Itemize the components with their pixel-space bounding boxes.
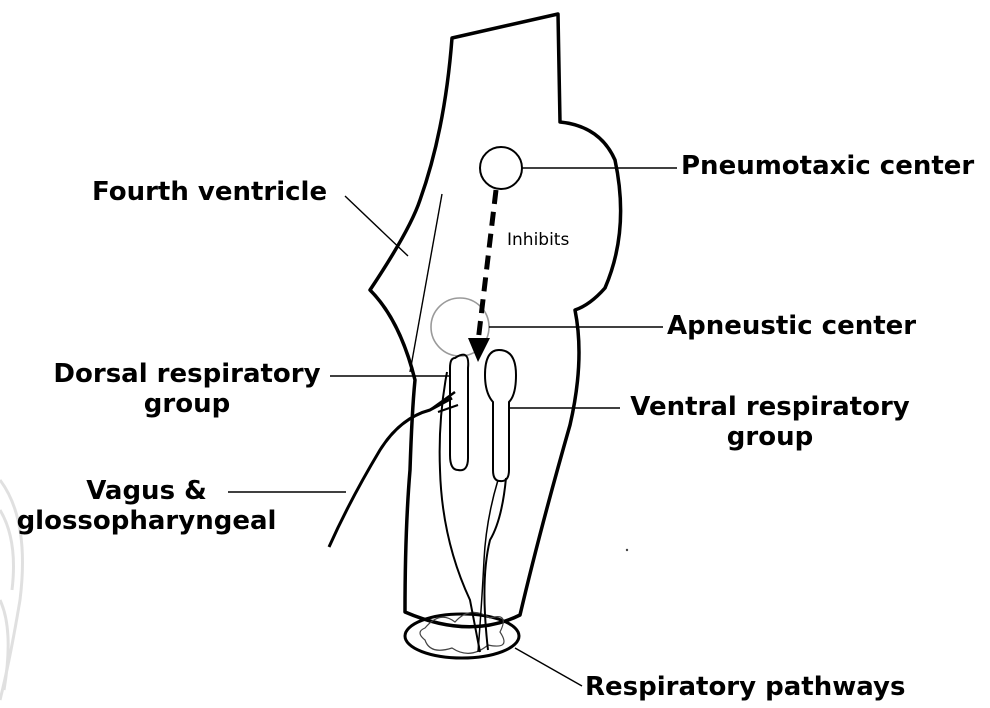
leader-pathways	[515, 648, 582, 686]
pneumotaxic-center-circle	[480, 147, 522, 189]
ventral-respiratory-group-shape	[485, 350, 516, 481]
brainstem-outline	[370, 14, 621, 627]
dorsal-respiratory-group-label: Dorsal respiratory group	[44, 359, 330, 419]
dorsal-descending-pathway	[440, 372, 480, 652]
leader-fourth-ventricle-a	[345, 196, 408, 256]
vagus-label-line2: glossopharyngeal	[4, 506, 289, 536]
dorsal-label-line1: Dorsal respiratory	[44, 359, 330, 389]
dorsal-label-line2: group	[44, 389, 330, 419]
inhibits-arrow-line	[478, 190, 496, 342]
dorsal-respiratory-group-shape	[450, 355, 468, 471]
inhibits-label: Inhibits	[507, 230, 569, 250]
pneumotaxic-center-label: Pneumotaxic center	[681, 151, 974, 181]
vagus-nerve-line	[329, 398, 452, 547]
ventral-label-line1: Ventral respiratory	[622, 392, 918, 422]
vagus-glossopharyngeal-label: Vagus & glossopharyngeal	[4, 476, 289, 536]
respiratory-pathways-label: Respiratory pathways	[585, 672, 905, 702]
fourth-ventricle-label: Fourth ventricle	[92, 177, 327, 207]
vagus-label-line1: Vagus &	[4, 476, 289, 506]
ventral-respiratory-group-label: Ventral respiratory group	[622, 392, 918, 452]
stray-dot	[626, 549, 628, 551]
apneustic-center-label: Apneustic center	[667, 311, 916, 341]
ventral-label-line2: group	[622, 422, 918, 452]
